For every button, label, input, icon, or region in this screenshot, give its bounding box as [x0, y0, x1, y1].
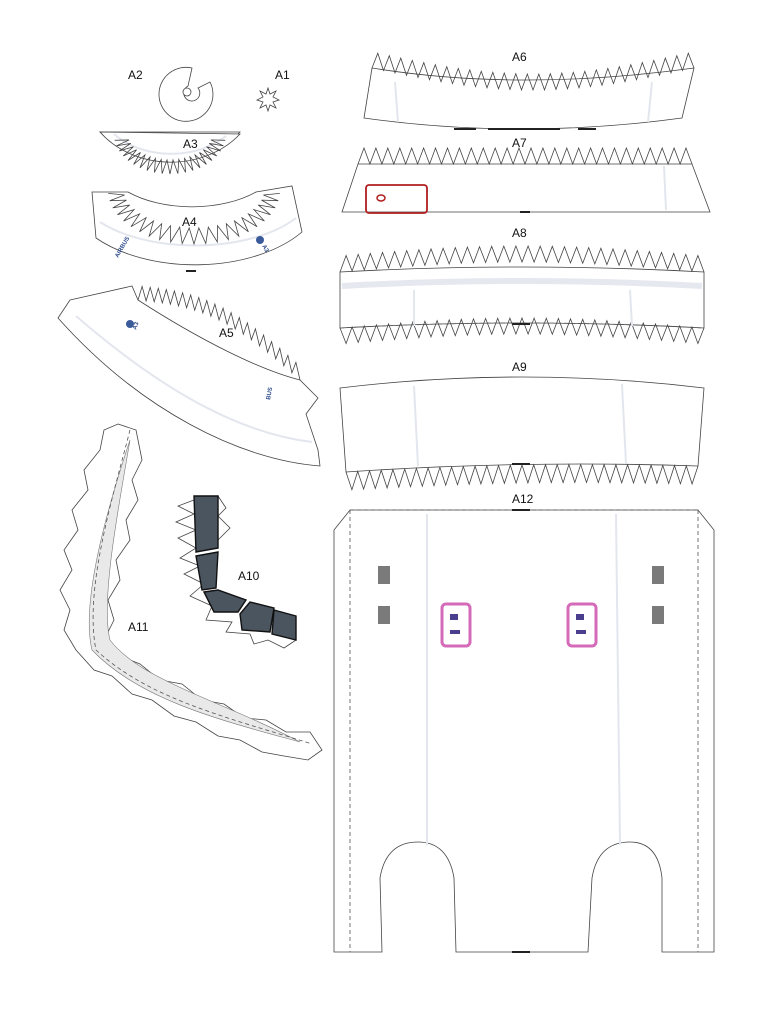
label-a8: A8 — [512, 226, 527, 240]
label-a3: A3 — [183, 137, 198, 151]
label-a9: A9 — [512, 360, 527, 374]
label-a7: A7 — [512, 136, 527, 150]
label-a12: A12 — [512, 492, 534, 506]
marker-left-top — [378, 566, 390, 584]
part-a7: A7 — [341, 136, 711, 214]
a4-brand-right: A3 — [260, 244, 269, 254]
part-a4: AIRBUS A3 A4 — [91, 185, 303, 272]
window-porthole — [376, 194, 386, 202]
part-a6: A6 — [363, 50, 695, 130]
window-cutout — [365, 184, 428, 214]
part-a10: A10 — [174, 495, 297, 649]
marker-right-bottom — [652, 606, 664, 624]
label-a2: A2 — [128, 68, 143, 82]
part-a12: A12 — [333, 492, 715, 953]
label-a4: A4 — [182, 215, 197, 229]
a5-brand-right: BUS — [266, 387, 274, 401]
door-right — [566, 602, 598, 648]
part-a8: A8 — [339, 226, 705, 345]
label-a5: A5 — [219, 326, 234, 340]
marker-right-top — [652, 566, 664, 584]
label-a11: A11 — [128, 620, 149, 634]
door-left — [440, 602, 472, 648]
label-a1: A1 — [275, 68, 290, 82]
part-a2: A2 — [128, 66, 214, 122]
marker-left-bottom — [378, 606, 390, 624]
part-a11: A11 — [59, 423, 323, 761]
label-a6: A6 — [512, 50, 527, 64]
a5-brand-left: A3 — [132, 321, 140, 331]
label-a10: A10 — [238, 569, 260, 583]
part-a3: A3 — [99, 131, 241, 175]
part-a9: A9 — [339, 360, 705, 491]
part-a1: A1 — [255, 68, 290, 113]
part-a5: A3 BUS A5 — [57, 284, 321, 467]
